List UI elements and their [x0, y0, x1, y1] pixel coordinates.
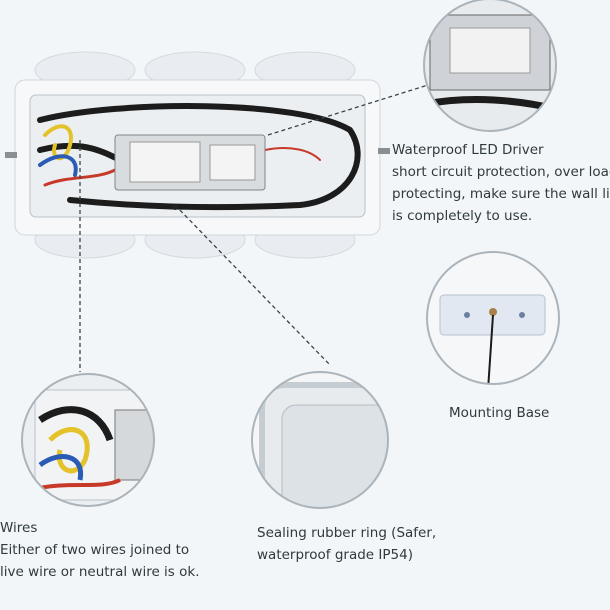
mounting-base-circle: [427, 252, 559, 384]
cables: [37, 103, 361, 211]
mounting-base-label: Mounting Base: [449, 405, 550, 421]
sealing-annotation: Sealing rubber ring (Safer, waterproof g…: [257, 522, 436, 566]
wires-annotation: Wires Either of two wires joined to live…: [0, 517, 200, 583]
driver-title: Waterproof LED Driver: [392, 142, 544, 158]
sealing-line-1: Sealing rubber ring (Safer,: [257, 525, 437, 541]
wires-detail-circle: [22, 374, 154, 506]
driver-line-3: is completely to use.: [392, 208, 533, 224]
sealing-line-2: waterproof grade IP54): [257, 547, 413, 563]
driver-annotation: Waterproof LED Driver short circuit prot…: [392, 139, 610, 227]
leader-lines: [79, 84, 429, 372]
wires-line-1: Either of two wires joined to: [0, 542, 190, 558]
driver-line-1: short circuit protection, over load: [392, 164, 610, 180]
driver-line-2: protecting, make sure the wall light: [392, 186, 610, 202]
driver-detail-circle: [424, 0, 556, 131]
wires-title: Wires: [0, 520, 38, 536]
led-driver: [114, 134, 266, 191]
wires-line-2: live wire or neutral wire is ok.: [0, 564, 200, 580]
